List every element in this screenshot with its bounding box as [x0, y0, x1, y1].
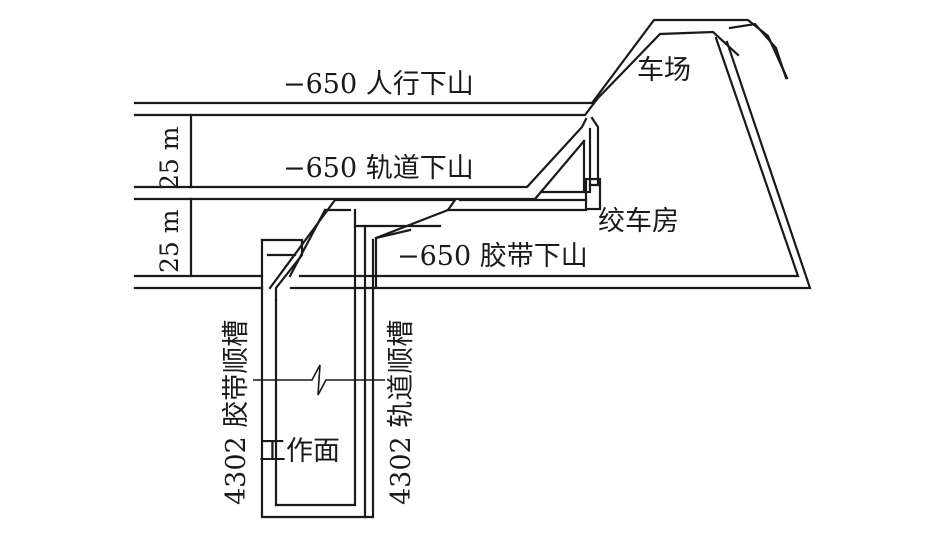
winch-room-label: 绞车房: [598, 206, 679, 237]
yard-label: 车场: [637, 55, 691, 86]
walkway-decline-roadway: [133, 18, 789, 117]
working-face-line: [253, 364, 385, 396]
belt-decline-label: −650 胶带下山: [397, 241, 588, 272]
track-trough-label: 4302 轨道顺槽: [386, 320, 417, 505]
working-face-label: 工作面: [259, 436, 340, 467]
track-trough-roadway: [274, 208, 442, 519]
belt-trough-label: 4302 胶带顺槽: [221, 320, 252, 505]
track-decline-label: −650 轨道下山: [283, 153, 474, 184]
winch-room-link: [446, 116, 602, 212]
belt-trough-roadway: [260, 238, 375, 519]
belt-decline-roadway: [133, 36, 812, 290]
spacing-upper-label: 25 m: [155, 126, 184, 190]
walkway-decline-label: −650 人行下山: [283, 69, 474, 100]
spacing-lower-label: 25 m: [155, 209, 184, 273]
